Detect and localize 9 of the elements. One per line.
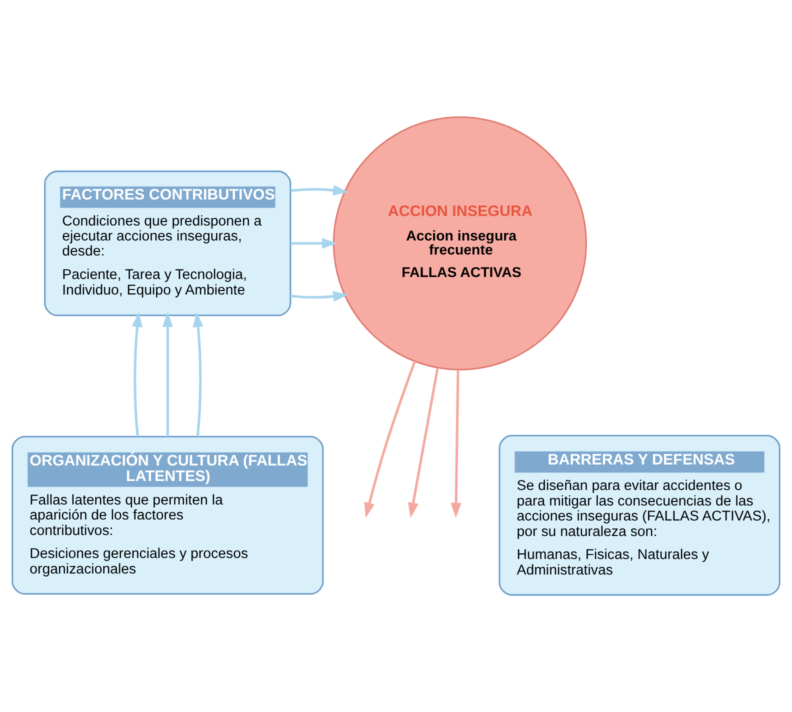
arrow (290, 238, 338, 249)
node-box: ORGANIZACIÓN Y CULTURA (FALLAS LATENTES) Fallas latentes que permiten la aparición de los factores contributivos: Desiciones gerenciales y procesos organizacionales (12, 436, 324, 595)
arrow (290, 291, 348, 302)
arrow (132, 312, 143, 437)
node-box: FACTORES CONTRIBUTIVOS Condiciones que predisponen a ejecutar acciones inseguras, desde: Paciente, Tarea y Tecnologia, Individuo, Equipo y Ambiente (44, 170, 292, 316)
arrow (192, 312, 204, 437)
arrow (162, 312, 173, 437)
arrow (290, 184, 348, 196)
node-box: BARRERAS Y DEFENSAS Se diseñan para evitar accidentes o para mitigar las consecuencias de las acciones inseguras (FALLAS ACTIVAS), por su naturaleza son: Humanas, Fisicas, Naturales y Administrativas (498, 434, 780, 596)
